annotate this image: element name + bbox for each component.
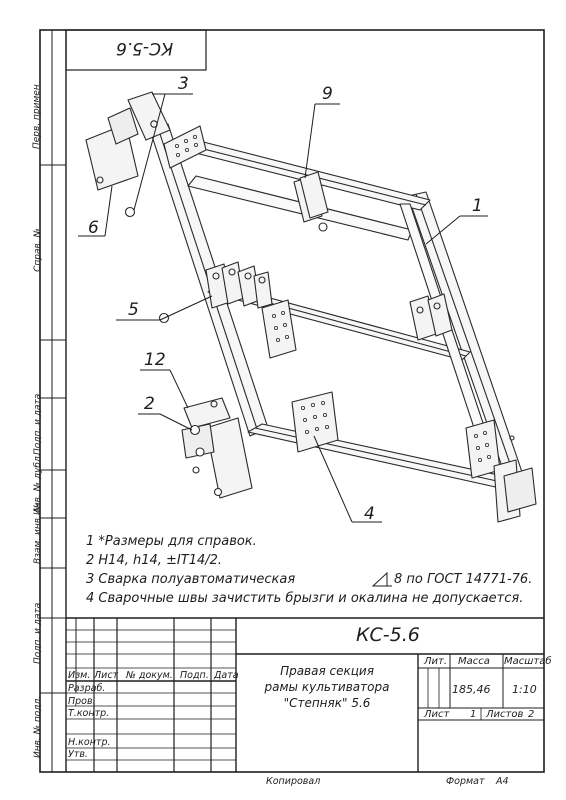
note-4: 4 Сварочные швы зачистить брызги и окали… (86, 591, 524, 606)
callout-3: 3 (178, 74, 189, 94)
callout-2: 2 (144, 394, 155, 414)
row-prov: Пров. (68, 696, 96, 707)
callout-12: 12 (144, 350, 166, 370)
footer-format-value: А4 (496, 776, 509, 787)
footer-kopiroval: Копировал (266, 776, 321, 787)
callout-1: 1 (472, 196, 483, 216)
side-label-sprav-no: Справ. № (33, 228, 43, 272)
row-tkontr: Т.контр. (68, 708, 110, 719)
row-nkontr: Н.контр. (68, 737, 111, 748)
col-dokum: № докум. (126, 670, 173, 681)
title-line-3: "Степняк" 5.6 (283, 696, 371, 710)
outer-frame (39, 29, 545, 773)
note-2: 2 H14, h14, ±IT14/2. (86, 553, 223, 568)
col-list: Лист (94, 670, 119, 681)
callout-6: 6 (88, 218, 99, 238)
listov-label: Листов (486, 709, 524, 720)
masshtab-value: 1:10 (512, 683, 537, 696)
leader-lines (78, 93, 488, 523)
list-value: 1 (470, 709, 477, 720)
title-line-2: рамы культиватора (264, 680, 390, 694)
row-utv: Утв. (68, 749, 88, 760)
col-data: Дата (214, 670, 239, 681)
side-label-perv-primen: Перв. примен (32, 84, 42, 149)
massa-label: Масса (458, 656, 490, 667)
note-3: 3 Сварка полуавтоматическая (86, 572, 296, 587)
drawing-code-rotated: КС-5.6 (116, 38, 174, 58)
col-podp: Подп. (180, 670, 209, 681)
frame-drawing (85, 91, 537, 523)
list-label: Лист (424, 709, 450, 720)
title-line-1: Правая секция (280, 664, 374, 678)
row-razrab: Разраб. (68, 683, 106, 694)
note-1: 1 *Размеры для справок. (86, 534, 257, 549)
lit-label: Лит. (424, 656, 448, 667)
callout-4: 4 (364, 504, 375, 524)
callout-9: 9 (322, 84, 333, 104)
footer-format-label: Формат (446, 776, 485, 787)
col-izm: Изм. (68, 670, 91, 681)
note-3-continued: 8 по ГОСТ 14771-76. (394, 572, 533, 587)
masshtab-label: Масштаб (504, 656, 552, 667)
side-label-inv-podl: Инв. № подл. (33, 695, 43, 758)
title-block-code: КС-5.6 (356, 624, 420, 646)
listov-value: 2 (528, 709, 535, 720)
side-label-podp-data-1: Подп. и дата (33, 393, 43, 455)
side-label-vzam-inv: Взам. инв. № (33, 502, 43, 564)
callout-5: 5 (128, 300, 139, 320)
massa-value: 185,46 (452, 683, 491, 696)
weld-symbol (371, 571, 392, 587)
side-label-podp-data-2: Подп. и дата (33, 602, 43, 664)
